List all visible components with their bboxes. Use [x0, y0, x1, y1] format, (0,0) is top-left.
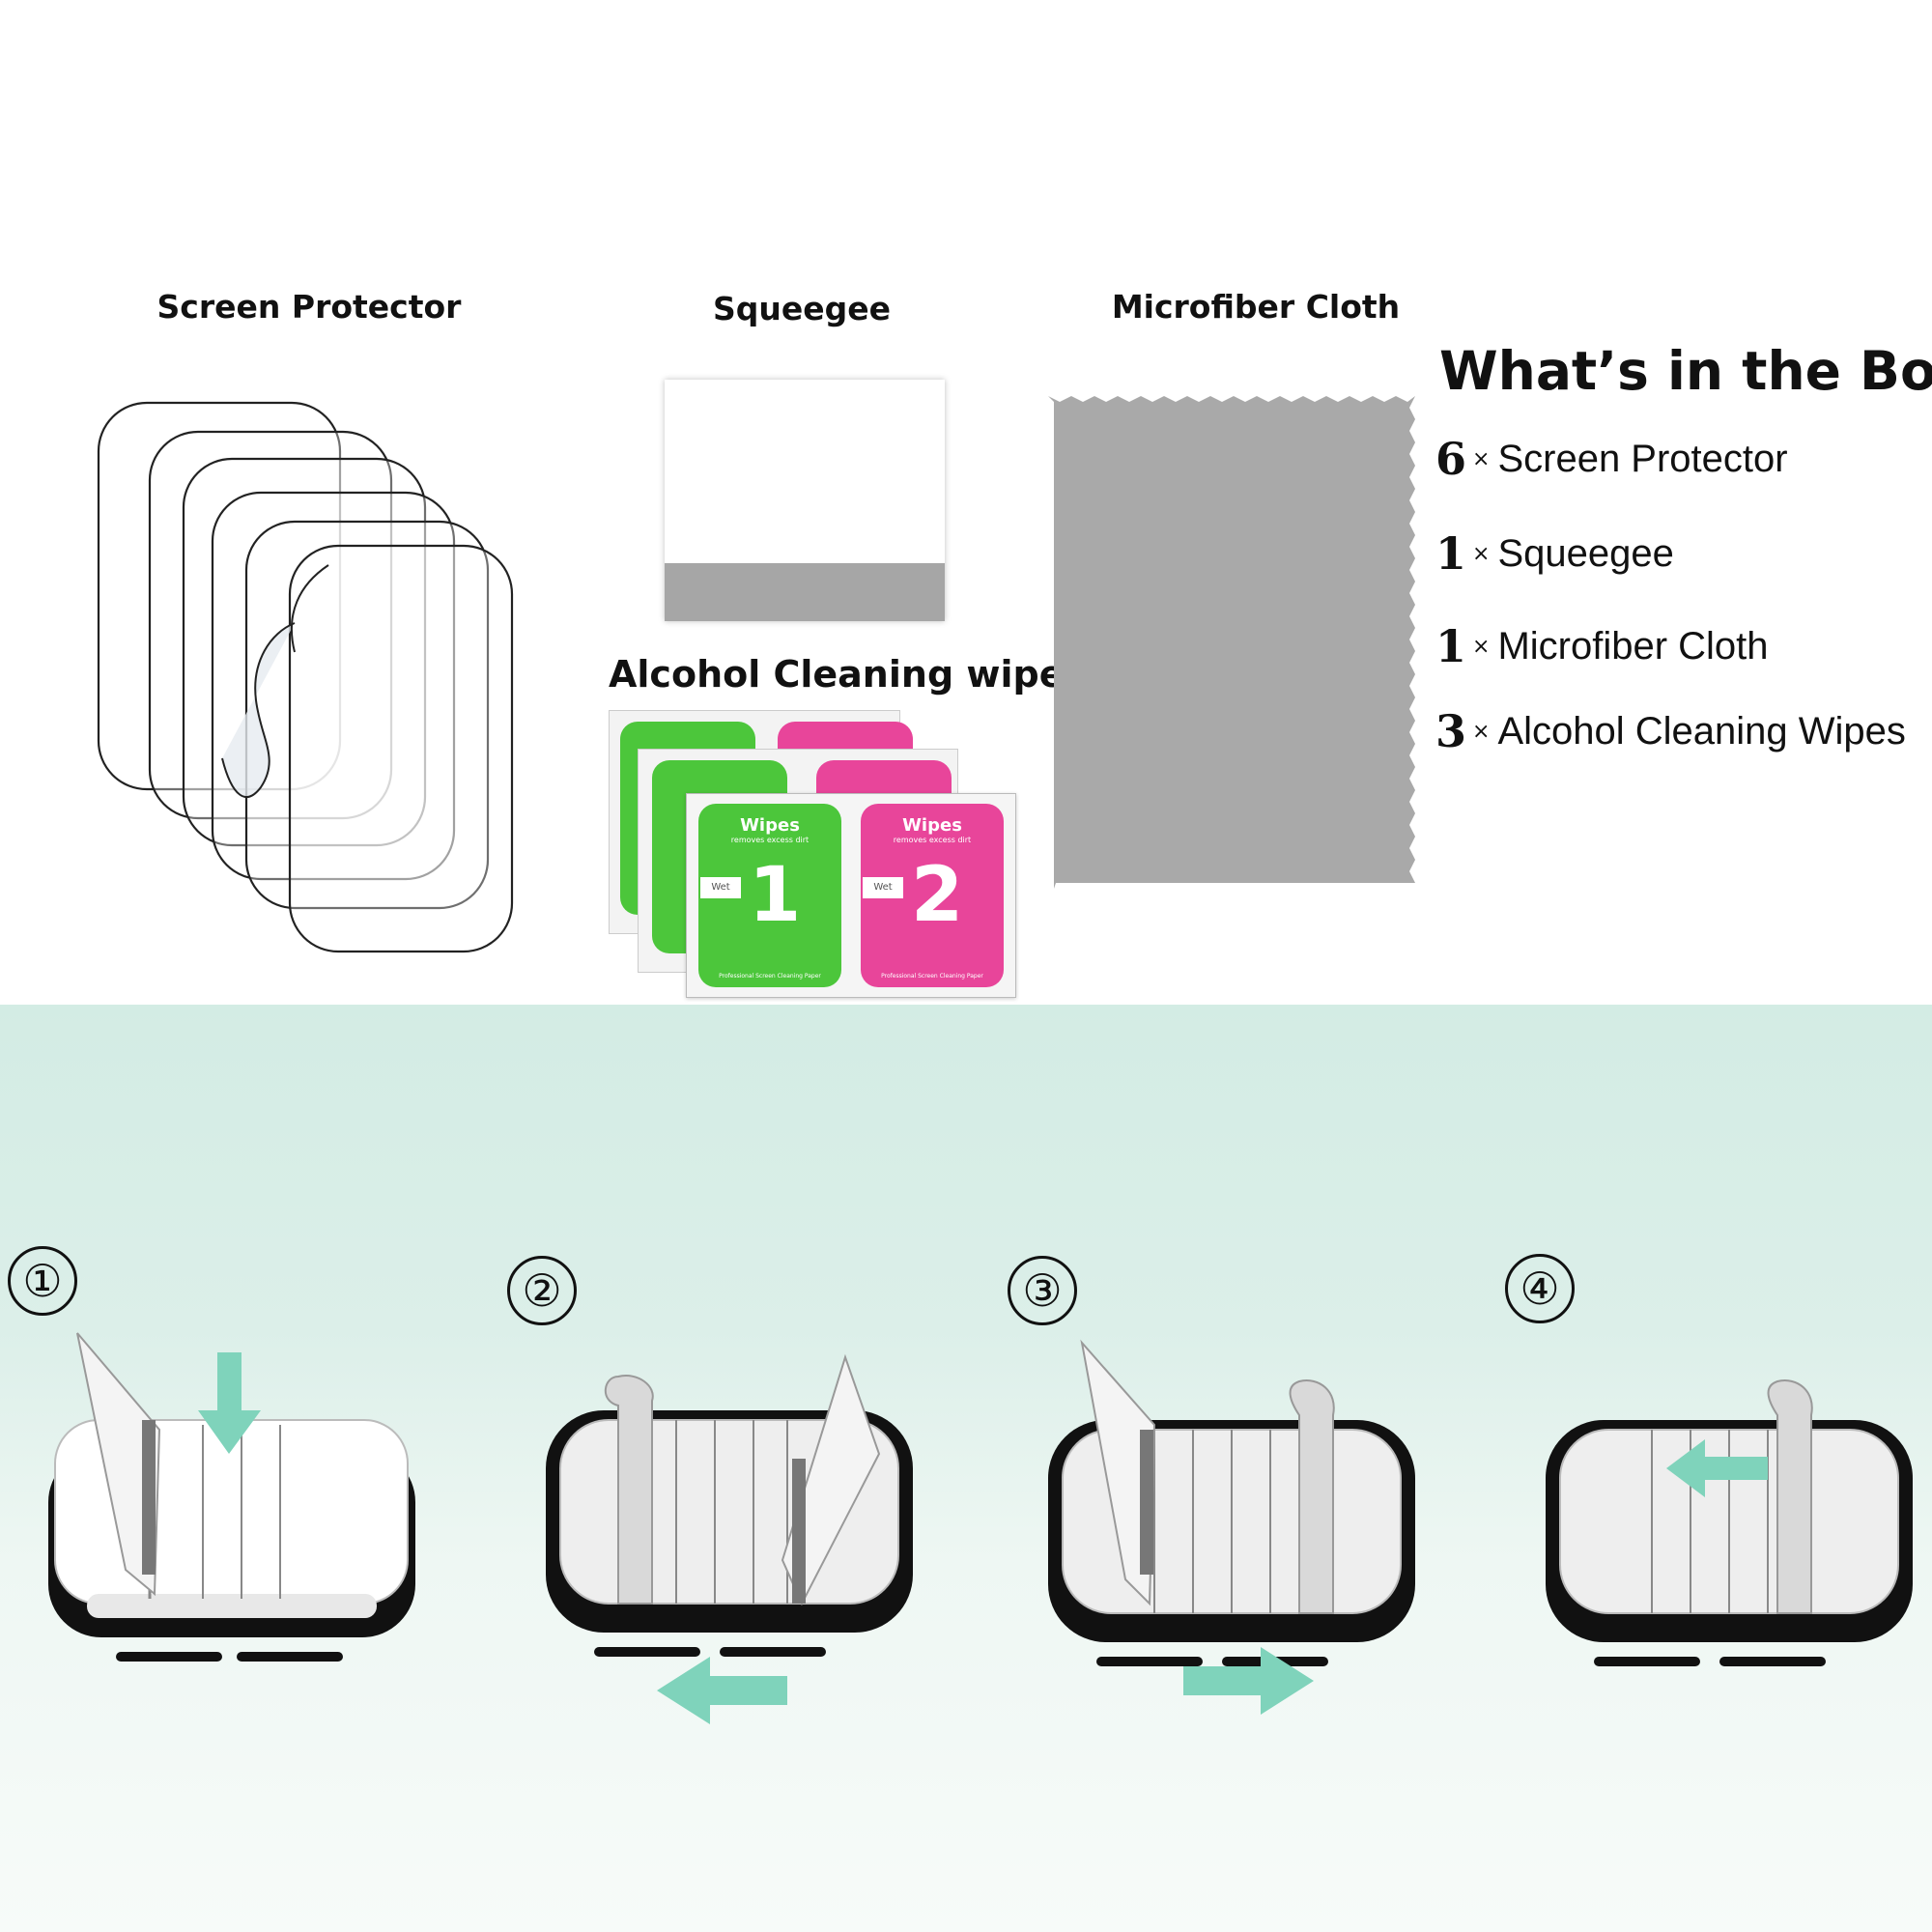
step-3-number: ③ — [1008, 1256, 1077, 1325]
times-sign: × — [1472, 634, 1491, 659]
box-item-qty: 1 — [1435, 620, 1467, 672]
box-item-row: 3×Alcohol Cleaning Wipes — [1435, 705, 1906, 767]
step-2-number: ② — [507, 1256, 577, 1325]
alcohol-wipes-label: Alcohol Cleaning wipes — [609, 653, 1087, 696]
box-item-name: Screen Protector — [1497, 437, 1788, 480]
microfiber-cloth-image — [1048, 396, 1415, 889]
arrow-right-icon — [1183, 1647, 1314, 1715]
box-item-qty: 6 — [1435, 433, 1467, 485]
step-1-illustration — [48, 1332, 415, 1662]
step-1-number: ① — [8, 1246, 77, 1316]
times-sign: × — [1472, 446, 1491, 471]
box-item-row: 1×Microfiber Cloth — [1435, 620, 1769, 682]
arrow-left-icon — [657, 1657, 787, 1724]
times-sign: × — [1472, 719, 1491, 744]
step-4-illustration — [1546, 1379, 1913, 1666]
step-3-illustration — [1048, 1339, 1415, 1666]
cloth-shape — [1048, 396, 1415, 889]
wipe-packet-pink: Wipes removes excess dirt Wet 2 Professi… — [861, 804, 1004, 987]
squeegee-blade — [665, 563, 945, 621]
microfiber-cloth-label: Microfiber Cloth — [1111, 288, 1401, 326]
wipes-packet-front: Wipes removes excess dirt Wet 1 Professi… — [686, 793, 1016, 998]
squeegee-label: Squeegee — [712, 290, 892, 327]
step-2-illustration — [546, 1353, 913, 1657]
box-item-name: Squeegee — [1497, 531, 1674, 575]
box-item-qty: 1 — [1435, 527, 1467, 580]
screen-protector-stack-image — [97, 401, 514, 953]
squeegee-image — [665, 380, 945, 621]
box-item-name: Microfiber Cloth — [1497, 624, 1769, 668]
box-item-row: 6×Screen Protector — [1435, 433, 1788, 495]
box-item-qty: 3 — [1435, 705, 1467, 757]
box-item-name: Alcohol Cleaning Wipes — [1497, 709, 1906, 753]
step-4-number: ④ — [1505, 1254, 1575, 1323]
screen-protector-label: Screen Protector — [156, 288, 462, 326]
wipe-packet-green: Wipes removes excess dirt Wet 1 Professi… — [698, 804, 841, 987]
times-sign: × — [1472, 541, 1491, 566]
box-title: What’s in the Box — [1439, 340, 1932, 402]
box-item-row: 1×Squeegee — [1435, 527, 1674, 589]
alcohol-wipes-image: Wipes removes excess dirt Wet 1 Professi… — [609, 710, 1016, 1000]
